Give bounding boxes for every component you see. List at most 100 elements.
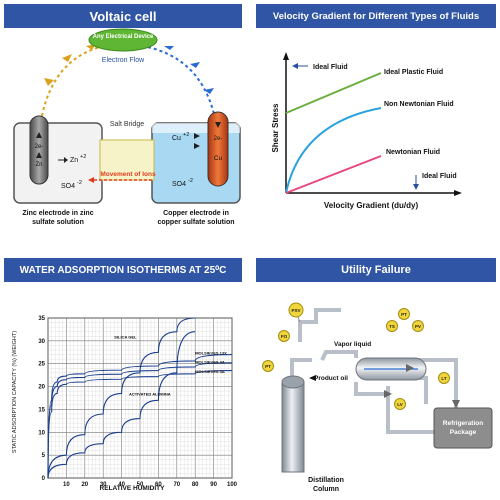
x-tick-label: 50 [137, 482, 144, 488]
svg-text:TS: TS [389, 324, 395, 329]
fluids-panel: Velocity Gradient for Different Types of… [256, 4, 496, 242]
pt-right-tag: PT [398, 308, 410, 320]
isotherm-title: WATER ADSORPTION ISOTHERMS AT 25⁰C [4, 258, 242, 282]
copper-caption-1: Copper electrode in [163, 210, 229, 217]
non-newtonian-fluid-label: Non Newtonian Fluid [384, 101, 454, 108]
x-tick-label: 70 [173, 482, 180, 488]
lt-tag: LT [438, 372, 450, 384]
anode-ion: Zn [70, 157, 78, 164]
zinc-beaker [13, 122, 103, 204]
series-label: MOLSIEVES 3A [195, 369, 225, 374]
anode-sulfate-charge: -2 [77, 180, 82, 186]
y-tick-label: 25 [38, 362, 45, 368]
x-tick-label: 90 [210, 482, 217, 488]
series-label: MOLSIEVES 4A [195, 360, 225, 365]
voltaic-cell-title: Voltaic cell [4, 4, 242, 28]
fluids-diagram: Shear Stress Velocity Gradient (du/dy) I… [271, 52, 462, 210]
cathode-charge: 2e- [214, 136, 223, 142]
electrical-device [88, 28, 158, 52]
utility-title: Utility Failure [256, 258, 496, 282]
ideal-plastic-fluid-label: Ideal Plastic Fluid [384, 69, 443, 76]
psv-tag: PSV [288, 302, 304, 323]
electrical-device-label-a: Any Electrical Device [93, 34, 154, 40]
voltaic-cell-diagram: Any Electrical Device Electron Flow Salt… [13, 28, 241, 226]
zinc-caption-2: sulfate solution [32, 219, 84, 226]
anode-sulfate: SO4 [61, 183, 75, 190]
series-line-activated-alumina [47, 331, 196, 479]
stock-id-label [0, 486, 14, 500]
series-label: MOLSIEVES 13X [195, 351, 227, 356]
wire-arrow-5 [190, 62, 200, 68]
non-newtonian-curve [285, 107, 382, 194]
anode-ion-charge: +2 [80, 154, 86, 160]
svg-text:LT: LT [441, 376, 446, 381]
y-tick-label: 20 [38, 385, 45, 391]
x-tick-label: 10 [63, 482, 70, 488]
svg-text:PSV: PSV [291, 308, 300, 313]
isotherm-ylabel: STATIC ADSORPTION CAPACITY (%) (WEIGHT) [12, 331, 18, 453]
copper-electrode [207, 111, 229, 187]
zinc-electrode [29, 115, 49, 185]
anode-charge: 2e- [35, 144, 44, 150]
newtonian-fluid-label: Newtonian Fluid [386, 149, 440, 156]
ideal-fluid-bottom-label: Ideal Fluid [422, 173, 457, 180]
fo-tag: FO [278, 330, 290, 342]
utility-panel: Utility Failure Distillation Column Refr… [256, 258, 496, 496]
valve-icon [452, 400, 460, 408]
pt-left-tag: PT [262, 360, 274, 372]
ideal-fluid-top-label: Ideal Fluid [313, 64, 348, 71]
voltaic-cell-panel: Voltaic cell Any Electrical Device Elect… [4, 4, 242, 242]
salt-bridge-label: Salt Bridge [110, 121, 144, 128]
y-tick-label: 5 [42, 453, 46, 459]
x-tick-label: 30 [100, 482, 107, 488]
svg-text:PV: PV [415, 324, 421, 329]
series-line-molsieves-3a [47, 370, 233, 479]
product-oil-label: Product oil [314, 375, 348, 382]
cathode-metal: Cu [214, 155, 223, 162]
refrigeration-label-2: Package [450, 429, 477, 436]
wire-left [41, 45, 105, 117]
fluids-xlabel: Velocity Gradient (du/dy) [324, 201, 419, 210]
newtonian-line [285, 155, 382, 194]
series-label: ACTIVATED ALUMINA [129, 392, 171, 397]
wire-arrow-4 [164, 46, 174, 50]
ions-label: Movement of Ions [100, 171, 156, 178]
fluids-title: Velocity Gradient for Different Types of… [256, 4, 496, 28]
refrigeration-label-1: Refrigeration [443, 420, 483, 427]
x-tick-label: 60 [155, 482, 162, 488]
salt-bridge [99, 139, 155, 181]
pv-tag: PV [412, 320, 424, 332]
y-tick-label: 30 [38, 339, 45, 345]
svg-text:PT: PT [401, 312, 407, 317]
refrigeration-package [433, 407, 493, 449]
anode-metal: Zn [35, 162, 42, 168]
valve-icon [384, 390, 392, 398]
y-tick-label: 35 [38, 316, 45, 322]
x-tick-label: 20 [81, 482, 88, 488]
wire-arrow-2 [62, 54, 72, 62]
electron-flow-label: Electron Flow [102, 57, 145, 64]
plastic-fluid-line [285, 72, 382, 114]
y-tick-label: 0 [42, 476, 46, 482]
column-label-2: Column [313, 486, 339, 493]
series-label: SILICA GEL [114, 335, 137, 340]
lv-tag: LV [394, 398, 406, 410]
cathode-sulfate: SO4 [172, 181, 186, 188]
series-line-molsieves-4a [47, 362, 233, 479]
vapor-liquid-label: Vapor liquid [334, 341, 371, 348]
wire-arrow-6 [204, 88, 214, 94]
y-tick-label: 10 [38, 430, 45, 436]
distillation-column [281, 381, 305, 473]
isotherm-panel: WATER ADSORPTION ISOTHERMS AT 25⁰C 10 20 3… [4, 258, 242, 496]
cathode-ion: Cu [172, 135, 181, 142]
ts-tag: TS [386, 320, 398, 332]
series-line-silica-gel [47, 317, 196, 479]
cathode-sulfate-charge: -2 [188, 178, 193, 184]
isotherm-xlabel: RELATIVE HUMIDITY [100, 485, 166, 492]
svg-text:FO: FO [281, 334, 288, 339]
x-tick-label: 40 [118, 482, 125, 488]
svg-text:PT: PT [265, 364, 271, 369]
svg-text:LV: LV [397, 402, 402, 407]
fluids-ylabel: Shear Stress [271, 103, 280, 152]
